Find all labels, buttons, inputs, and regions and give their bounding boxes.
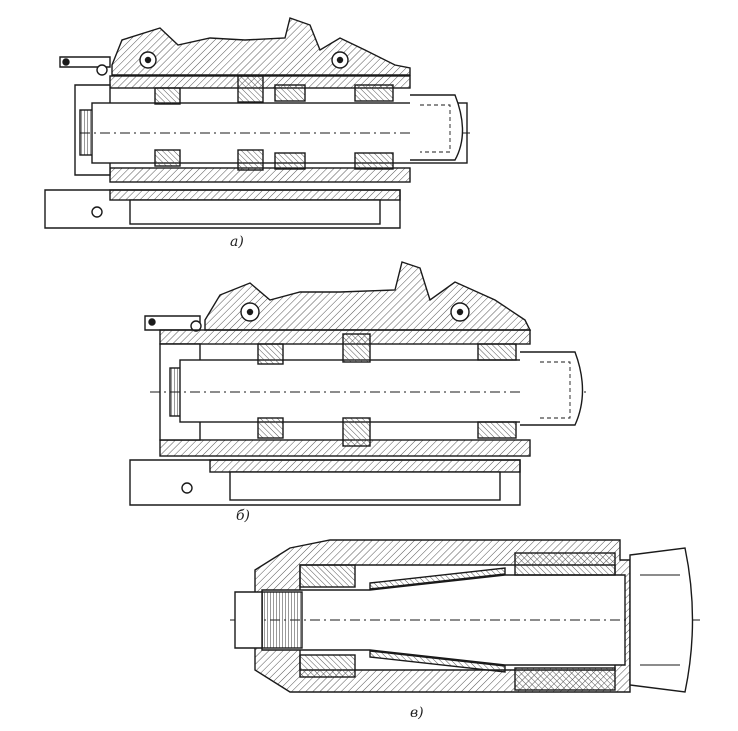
housing-top-b <box>204 261 532 331</box>
drawing-a <box>44 17 470 229</box>
bearing-a2 <box>237 75 264 103</box>
drawing-c <box>230 539 700 693</box>
bearing-a1 <box>154 87 181 105</box>
bearing-b2 <box>342 333 371 363</box>
shaft-c <box>261 574 626 666</box>
bearing-b3 <box>477 343 517 361</box>
caption-a: а) <box>230 234 244 250</box>
bearing-a4 <box>354 84 394 102</box>
bearing-b1 <box>257 343 284 365</box>
sleeve-c <box>369 567 506 590</box>
housing-top-a <box>111 17 411 76</box>
caption-b: б) <box>236 508 250 524</box>
bearing-c2 <box>514 552 616 576</box>
coupling-flange-c <box>629 547 694 693</box>
bearing-c1 <box>299 564 356 588</box>
lever-a <box>59 56 111 68</box>
caption-c: в) <box>410 705 424 721</box>
bearing-a3 <box>274 84 306 102</box>
drawing-b <box>129 261 590 506</box>
shaft-b <box>179 359 556 423</box>
